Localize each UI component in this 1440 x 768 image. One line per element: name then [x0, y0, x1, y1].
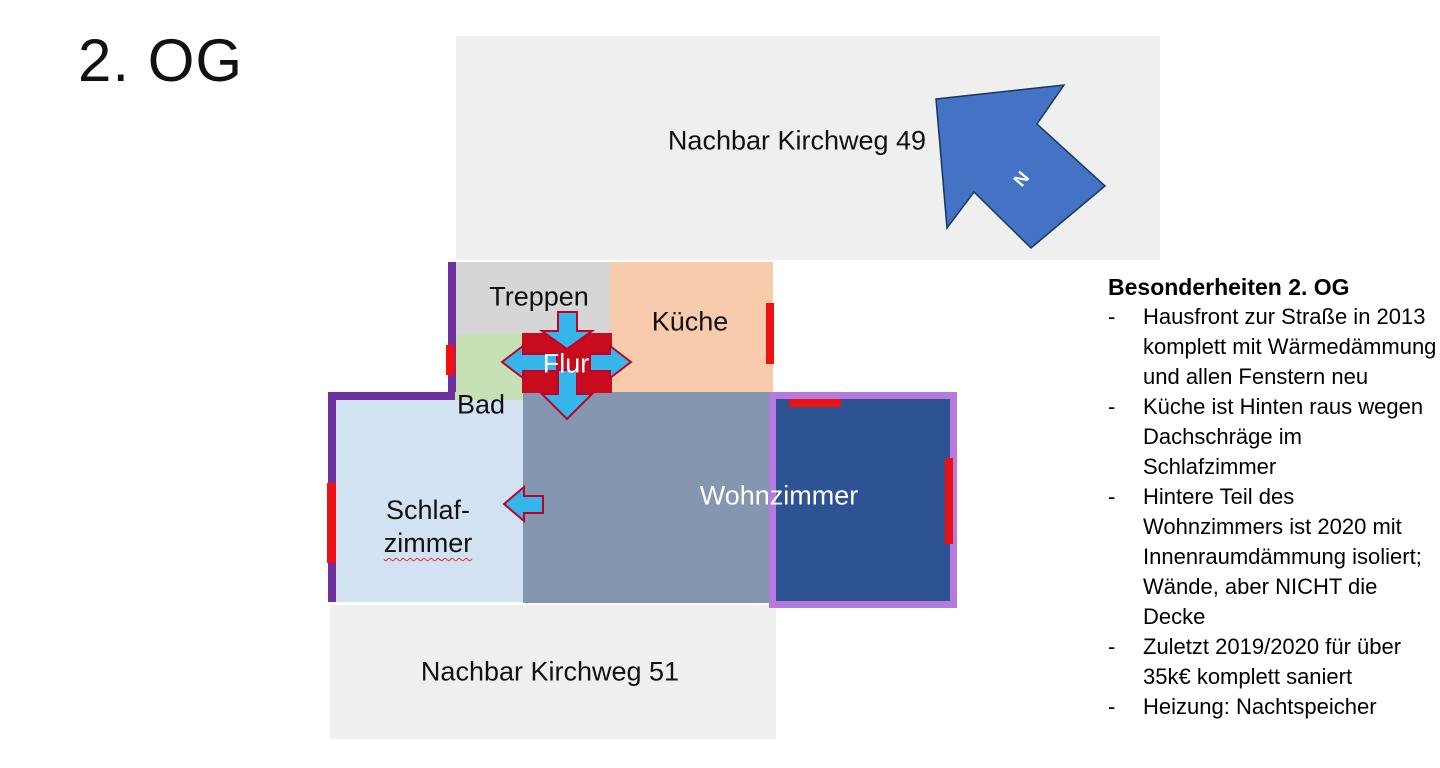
wall-schlafzimmer-top: [328, 392, 455, 400]
note-bullet: -: [1108, 634, 1116, 659]
room-label-schlafzimmer-line1: Schlaf-: [385, 495, 471, 525]
note-item: - Heizung: Nachtspeicher: [1108, 692, 1440, 722]
room-kueche: [610, 262, 773, 392]
window-marker-wohnzimmer-top: [789, 399, 841, 407]
note-bullet: -: [1108, 694, 1116, 719]
note-item: - Zuletzt 2019/2020 für über 35k€ komple…: [1108, 632, 1440, 692]
room-label-flur: Flur: [542, 348, 590, 379]
neighbor-bottom-label: Nachbar Kirchweg 51: [420, 656, 680, 687]
note-bullet: -: [1108, 484, 1116, 509]
room-wohnzimmer-hinten-insulated: [776, 399, 950, 601]
notes-heading: Besonderheiten 2. OG: [1108, 274, 1350, 300]
neighbor-top-label: Nachbar Kirchweg 49: [667, 125, 927, 156]
note-text: Hausfront zur Straße in 2013 komplett mi…: [1143, 304, 1437, 389]
note-text: Heizung: Nachtspeicher: [1143, 694, 1377, 719]
room-label-kueche: Küche: [651, 306, 729, 337]
note-bullet: -: [1108, 394, 1116, 419]
room-label-schlafzimmer: Schlaf- zimmer: [384, 494, 473, 560]
window-marker-schlafzimmer-left: [327, 483, 336, 563]
note-text: Küche ist Hinten raus wegen Dachschräge …: [1143, 394, 1424, 479]
room-schlafzimmer: [336, 400, 523, 602]
window-marker-kueche-right: [766, 303, 774, 364]
wall-treppen-left: [448, 262, 456, 392]
note-item: - Hausfront zur Straße in 2013 komplett …: [1108, 302, 1440, 392]
window-marker-bad-left: [446, 345, 455, 375]
room-label-wohnzimmer: Wohnzimmer: [699, 480, 859, 511]
room-label-bad: Bad: [456, 389, 506, 420]
page-title: 2. OG: [78, 27, 244, 94]
notes-panel: Besonderheiten 2. OG - Hausfront zur Str…: [1108, 272, 1440, 722]
note-item: - Küche ist Hinten raus wegen Dachschräg…: [1108, 392, 1440, 482]
room-label-schlafzimmer-line2: zimmer: [383, 528, 473, 558]
note-text: Hintere Teil des Wohnzimmers ist 2020 mi…: [1143, 484, 1422, 629]
note-item: - Hintere Teil des Wohnzimmers ist 2020 …: [1108, 482, 1440, 632]
note-bullet: -: [1108, 304, 1116, 329]
room-label-treppen: Treppen: [489, 281, 589, 312]
window-marker-wohnzimmer-right: [945, 458, 953, 544]
neighbor-block-kirchweg-51: [330, 605, 776, 739]
note-text: Zuletzt 2019/2020 für über 35k€ komplett…: [1143, 634, 1402, 689]
room-wohnzimmer: [523, 392, 773, 603]
